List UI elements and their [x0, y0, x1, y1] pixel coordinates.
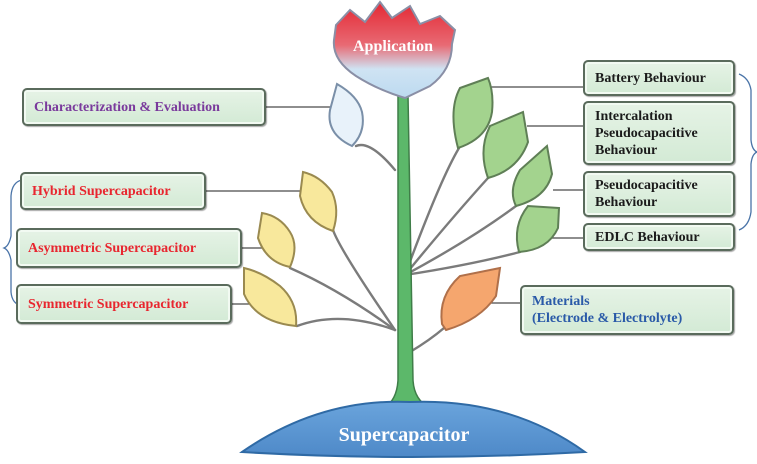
leaf-edlc	[515, 204, 561, 254]
pseudocapacitive-behaviour-box: Pseudocapacitive Behaviour	[583, 171, 735, 217]
asymmetric-supercapacitor-label: Asymmetric Supercapacitor	[28, 240, 197, 256]
leaf-symmetric	[243, 266, 298, 328]
leaf-hybrid	[298, 170, 338, 233]
intercalation-pseudocapacitive-label: Intercalation Pseudocapacitive Behaviour	[595, 108, 698, 158]
left-bracket	[2, 179, 23, 307]
asymmetric-supercapacitor-box: Asymmetric Supercapacitor	[16, 228, 242, 268]
leaf-characterization	[328, 82, 364, 148]
leaf-battery	[452, 76, 494, 150]
battery-behaviour-label: Battery Behaviour	[595, 70, 706, 86]
leaf-asymmetric	[256, 211, 296, 269]
leaf-intercalation	[482, 110, 530, 180]
materials-box: Materials (Electrode & Electrolyte)	[520, 285, 734, 335]
symmetric-supercapacitor-label: Symmetric Supercapacitor	[28, 296, 189, 312]
ground-label: Supercapacitor	[339, 424, 470, 446]
ground-mound	[239, 400, 588, 458]
materials-label: Materials (Electrode & Electrolyte)	[532, 294, 683, 326]
characterization-evaluation-label: Characterization & Evaluation	[34, 99, 220, 115]
branches	[288, 143, 522, 354]
flower-label: Application	[353, 38, 433, 55]
hybrid-supercapacitor-box: Hybrid Supercapacitor	[20, 172, 206, 210]
characterization-evaluation-box: Characterization & Evaluation	[22, 88, 266, 126]
application-flower	[332, 0, 457, 100]
symmetric-supercapacitor-box: Symmetric Supercapacitor	[16, 284, 232, 324]
leaf-materials	[440, 266, 502, 332]
leaf-pseudocapacitive	[511, 144, 554, 208]
intercalation-pseudocapacitive-box: Intercalation Pseudocapacitive Behaviour	[583, 101, 735, 165]
edlc-behaviour-label: EDLC Behaviour	[595, 229, 700, 245]
right-bracket	[738, 73, 757, 231]
hybrid-supercapacitor-label: Hybrid Supercapacitor	[32, 183, 171, 199]
pseudocapacitive-behaviour-label: Pseudocapacitive Behaviour	[595, 178, 698, 210]
edlc-behaviour-box: EDLC Behaviour	[583, 223, 735, 251]
battery-behaviour-box: Battery Behaviour	[583, 60, 735, 96]
